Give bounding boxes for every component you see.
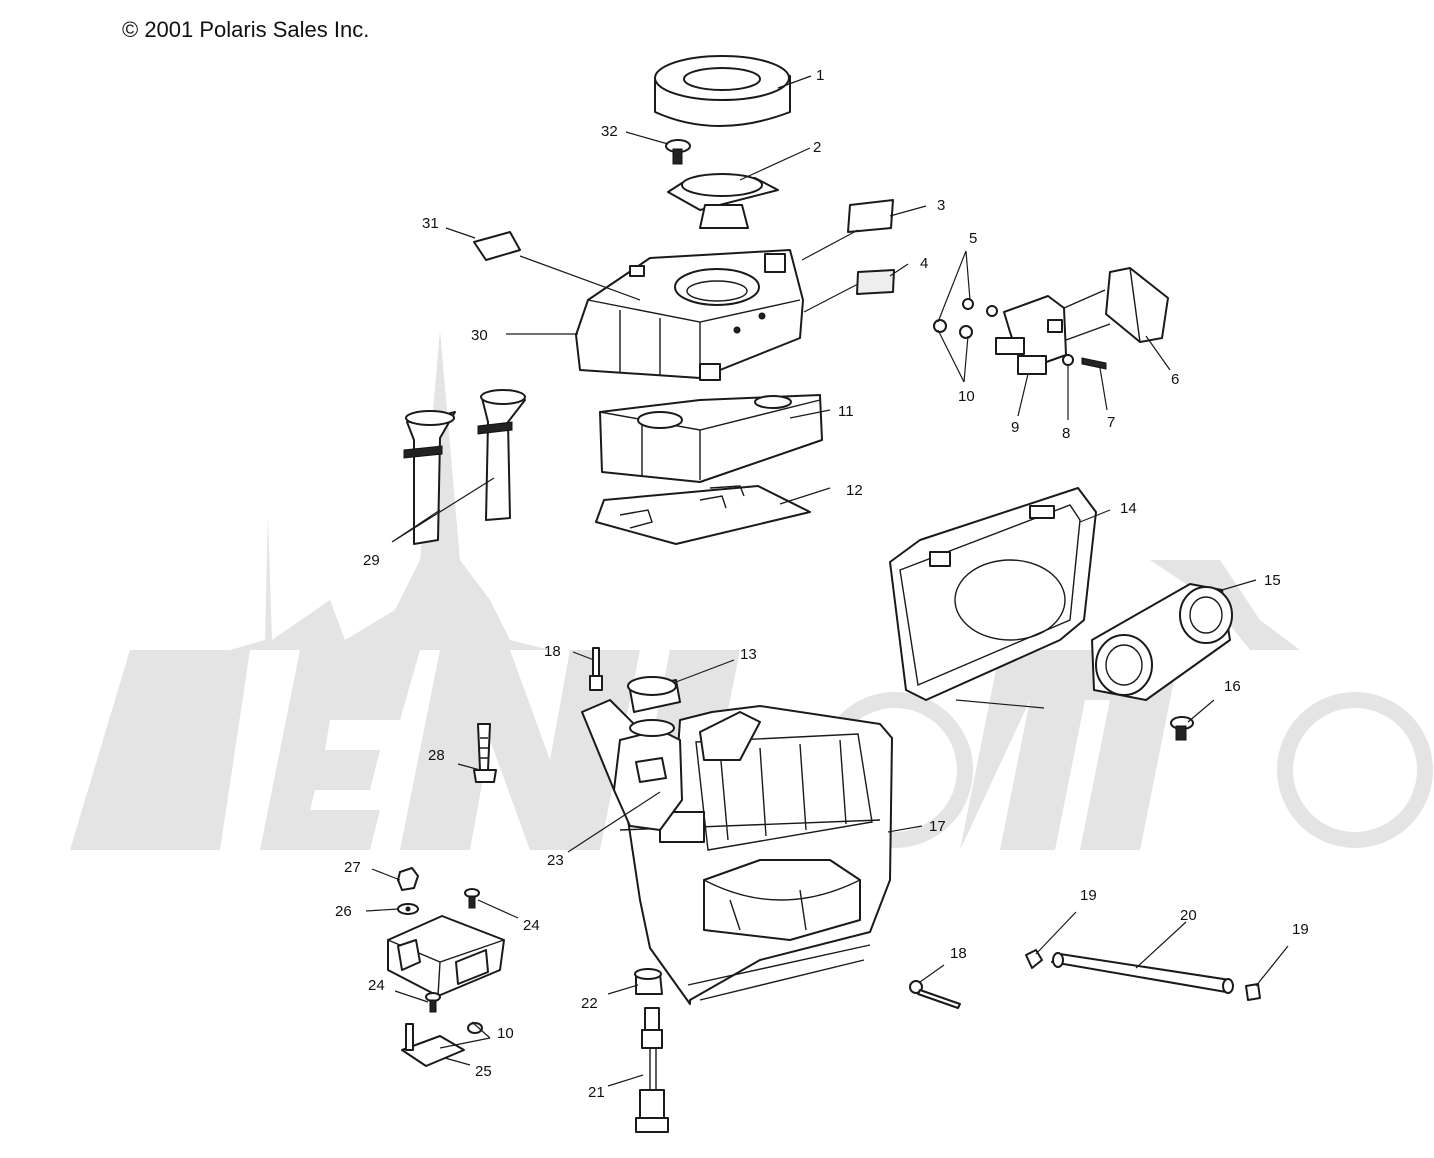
callout-32: 32 <box>601 123 618 140</box>
callout-numbers: 1 2 3 4 5 6 7 8 9 10 11 12 13 14 15 16 1… <box>335 67 1309 1101</box>
callout-21: 21 <box>588 1084 605 1101</box>
callout-28: 28 <box>428 747 445 764</box>
callout-25: 25 <box>475 1063 492 1080</box>
part-sensor-21 <box>635 1007 669 1133</box>
callout-24-left: 24 <box>368 977 385 994</box>
part-clip-28 <box>473 723 497 783</box>
callout-1: 1 <box>816 67 824 84</box>
part-mount-bracket <box>933 267 1169 375</box>
callout-6: 6 <box>1171 371 1179 388</box>
part-push-rivet <box>665 139 691 165</box>
callout-23: 23 <box>547 852 564 869</box>
callout-2: 2 <box>813 139 821 156</box>
callout-15: 15 <box>1264 572 1281 589</box>
callout-18-top: 18 <box>544 643 561 660</box>
callout-19-left: 19 <box>1080 887 1097 904</box>
part-airbox-cover <box>575 249 804 381</box>
callout-26: 26 <box>335 903 352 920</box>
callout-18-right: 18 <box>950 945 967 962</box>
callout-27: 27 <box>344 859 361 876</box>
callout-13: 13 <box>740 646 757 663</box>
part-filter-block <box>599 394 823 483</box>
part-gasket-plate <box>595 485 811 545</box>
callout-30: 30 <box>471 327 488 344</box>
part-oil-tank <box>613 719 683 831</box>
part-grommet-22 <box>634 968 663 995</box>
callout-29: 29 <box>363 552 380 569</box>
callout-19-right: 19 <box>1292 921 1309 938</box>
callout-22: 22 <box>581 995 598 1012</box>
callout-8: 8 <box>1062 425 1070 442</box>
part-tube-assembly <box>1025 949 1261 1001</box>
copyright-text: © 2001 Polaris Sales Inc. <box>122 17 369 42</box>
part-screw-18-top <box>589 647 603 691</box>
part-cap <box>627 676 681 713</box>
part-intake-horns <box>403 389 526 545</box>
callout-31: 31 <box>422 215 439 232</box>
part-ecu-group <box>387 867 505 1067</box>
callout-9: 9 <box>1011 419 1019 436</box>
part-label-4 <box>856 269 895 295</box>
callout-10-top: 10 <box>958 388 975 405</box>
part-rivet-16 <box>1170 716 1194 741</box>
part-label-31 <box>473 231 521 261</box>
callout-4: 4 <box>920 255 928 272</box>
part-dual-bellows <box>1091 583 1233 701</box>
part-seal-frame <box>889 487 1097 701</box>
callout-16: 16 <box>1224 678 1241 695</box>
leader-lines <box>365 75 1289 1087</box>
callout-12: 12 <box>846 482 863 499</box>
callout-11: 11 <box>838 403 854 420</box>
callout-24-right: 24 <box>523 917 540 934</box>
callout-14: 14 <box>1120 500 1137 517</box>
part-screw-18-right <box>909 980 961 1009</box>
callout-7: 7 <box>1107 414 1115 431</box>
callout-3: 3 <box>937 197 945 214</box>
callout-17: 17 <box>929 818 946 835</box>
part-intake-plate <box>667 173 779 229</box>
part-foam-ring <box>654 55 791 127</box>
part-label-3 <box>847 199 894 233</box>
callout-10-bottom: 10 <box>497 1025 514 1042</box>
callout-5: 5 <box>969 230 977 247</box>
callout-20: 20 <box>1180 907 1197 924</box>
